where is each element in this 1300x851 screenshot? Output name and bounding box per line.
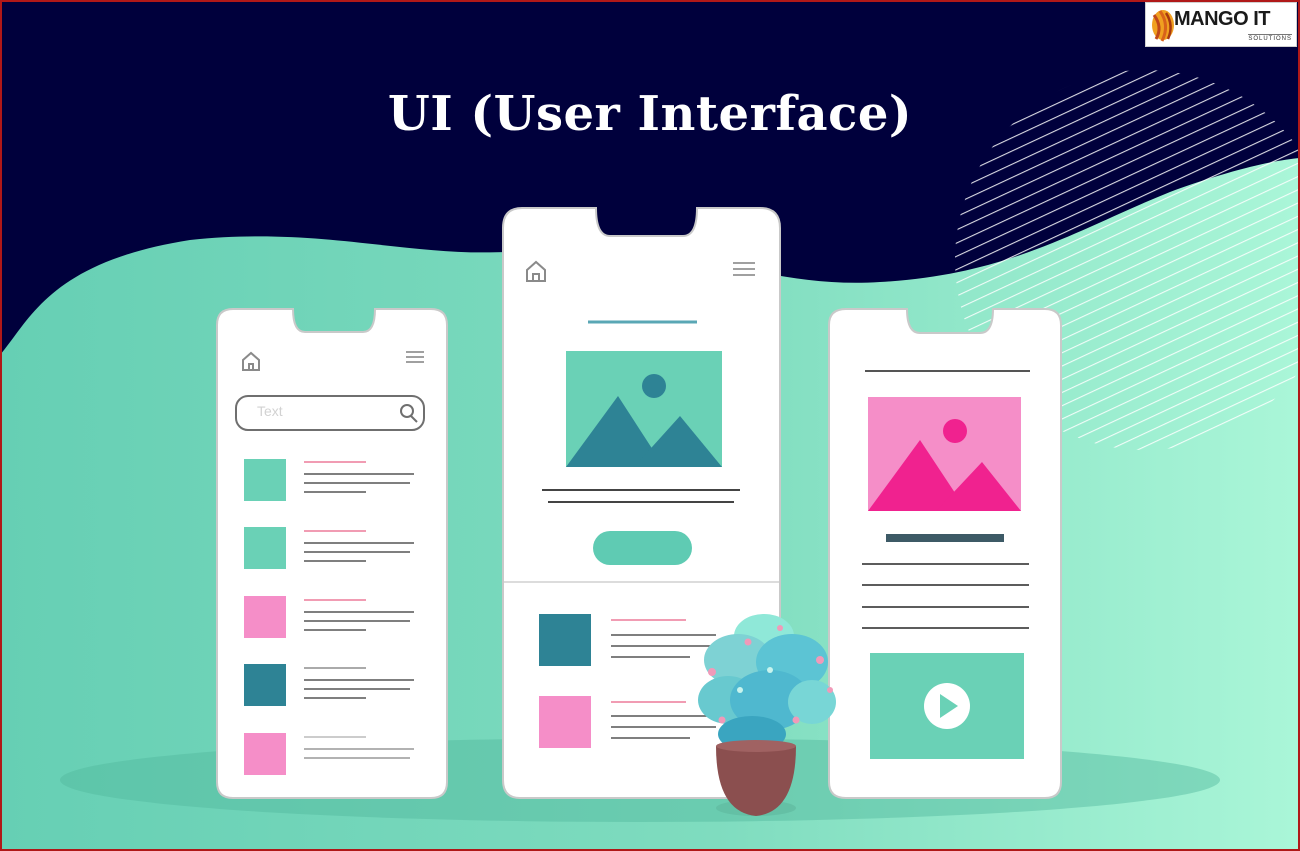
menu-icon[interactable] [406,351,424,363]
logo-subtitle: SOLUTIONS [1248,34,1292,42]
list-item[interactable] [244,596,414,638]
list-item[interactable] [244,664,414,706]
home-icon[interactable] [242,351,260,371]
menu-icon[interactable] [733,262,755,276]
image-icon [868,397,1021,511]
list-item[interactable] [244,733,414,775]
left-phone [216,308,448,799]
logo-wordmark: MANGO IT [1174,8,1271,30]
image-icon [566,351,722,467]
play-icon[interactable] [924,683,970,729]
list-item[interactable] [244,459,414,501]
action-button[interactable] [593,531,692,565]
list-item[interactable] [539,614,716,666]
page-title: UI (User Interface) [387,86,913,142]
list-item[interactable] [539,696,716,748]
home-icon[interactable] [526,260,546,282]
brand-logo[interactable]: MANGO IT SOLUTIONS [1145,2,1297,47]
list-item[interactable] [244,527,414,569]
search-icon[interactable] [400,404,418,423]
search-placeholder: Text [257,403,283,419]
mango-logo-icon [1152,10,1174,42]
potted-plant [698,614,836,816]
search-input[interactable] [235,395,425,431]
right-phone [828,308,1062,799]
